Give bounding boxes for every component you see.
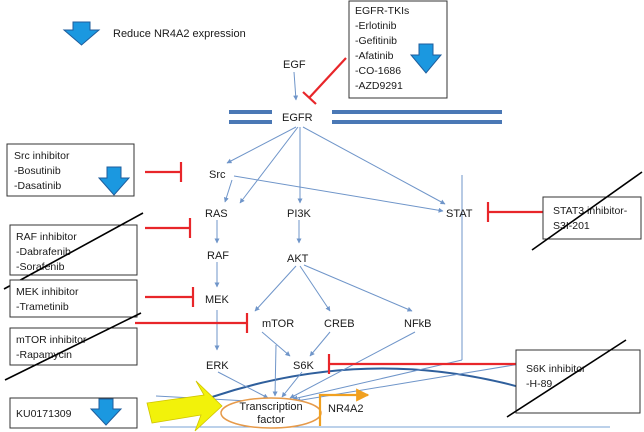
- ku0171309-box: KU0171309: [9, 397, 138, 429]
- pathway-nodes: EGF EGFR Src RAS PI3K STAT RAF AKT MEK m…: [205, 59, 473, 372]
- s6k-inhibitor-title: S6K inhibitor: [526, 363, 586, 375]
- node-src: Src: [209, 169, 226, 181]
- src-inhibitor-item: -Bosutinib: [14, 165, 61, 177]
- raf-inhibitor-box: RAF inhibitor -Dabrafenib -Sorafenib: [3, 212, 144, 290]
- stat3-inhibitor-title: STAT3 inhibitor-: [553, 205, 628, 217]
- strike-line: [506, 339, 627, 418]
- egfr-tki-item: -AZD9291: [355, 80, 403, 92]
- node-creb: CREB: [324, 318, 355, 330]
- s6k-inhibitor-item: -H-89: [526, 378, 552, 390]
- node-mek: MEK: [205, 294, 230, 306]
- node-stat: STAT: [446, 208, 473, 220]
- node-egfr: EGFR: [282, 112, 313, 124]
- node-nfkb: NFkB: [404, 318, 432, 330]
- down-arrow-icon: [89, 398, 123, 426]
- egfr-tki-box: EGFR-TKIs -Erlotinib -Gefitinib -Afatini…: [348, 0, 448, 99]
- src-inhibitor-item: -Dasatinib: [14, 180, 61, 192]
- node-mtor: mTOR: [262, 318, 294, 330]
- down-arrow-icon: [62, 21, 101, 46]
- strike-line: [531, 171, 643, 251]
- yellow-arrow-icon: [146, 380, 223, 432]
- ku0171309-title: KU0171309: [16, 408, 72, 420]
- s6k-inhibitor-box: S6K inhibitor -H-89: [506, 339, 641, 418]
- stat3-inhibitor-box: STAT3 inhibitor- S3I-201: [531, 171, 643, 251]
- tf-label-line2: factor: [257, 414, 285, 426]
- mtor-inhibitor-item: -Rapamycin: [16, 349, 72, 361]
- inhibition-lines: [135, 57, 543, 374]
- tf-label-line1: Transcription: [239, 401, 302, 413]
- transcription-factor: Transcription factor: [220, 397, 322, 429]
- egfr-tki-item: -Erlotinib: [355, 20, 397, 32]
- cell-membrane: [229, 110, 502, 124]
- src-inhibitor-title: Src inhibitor: [14, 150, 70, 162]
- mek-inhibitor-title: MEK inhibitor: [16, 286, 79, 298]
- legend-label: Reduce NR4A2 expression: [113, 28, 246, 40]
- down-arrow-icon: [97, 166, 131, 196]
- transcription-start-arrow: [318, 388, 370, 426]
- egfr-tki-title: EGFR-TKIs: [355, 5, 409, 17]
- node-pi3k: PI3K: [287, 208, 312, 220]
- mek-inhibitor-box: MEK inhibitor -Trametinib: [9, 279, 138, 318]
- strike-line: [4, 312, 142, 381]
- raf-inhibitor-item: -Dabrafenib: [16, 246, 71, 258]
- egfr-tki-item: -Afatinib: [355, 50, 394, 62]
- node-s6k: S6K: [293, 360, 314, 372]
- raf-inhibitor-item: -Sorafenib: [16, 261, 65, 273]
- egfr-tki-item: -CO-1686: [355, 65, 401, 77]
- node-erk: ERK: [206, 360, 229, 372]
- strike-line: [3, 212, 144, 290]
- legend: Reduce NR4A2 expression: [62, 21, 246, 46]
- mek-inhibitor-item: -Trametinib: [16, 301, 69, 313]
- nr4a2-label: NR4A2: [328, 403, 363, 415]
- node-ras: RAS: [205, 208, 228, 220]
- mtor-inhibitor-box: mTOR inhibitor -Rapamycin: [4, 312, 142, 381]
- node-egf: EGF: [283, 59, 306, 71]
- down-arrow-icon: [409, 43, 443, 74]
- pathway-edges: [155, 71, 521, 405]
- mtor-inhibitor-title: mTOR inhibitor: [16, 334, 87, 346]
- raf-inhibitor-title: RAF inhibitor: [16, 231, 77, 243]
- node-raf: RAF: [207, 250, 229, 262]
- node-akt: AKT: [287, 253, 309, 265]
- egfr-tki-item: -Gefitinib: [355, 35, 397, 47]
- src-inhibitor-box: Src inhibitor -Bosutinib -Dasatinib: [6, 143, 135, 197]
